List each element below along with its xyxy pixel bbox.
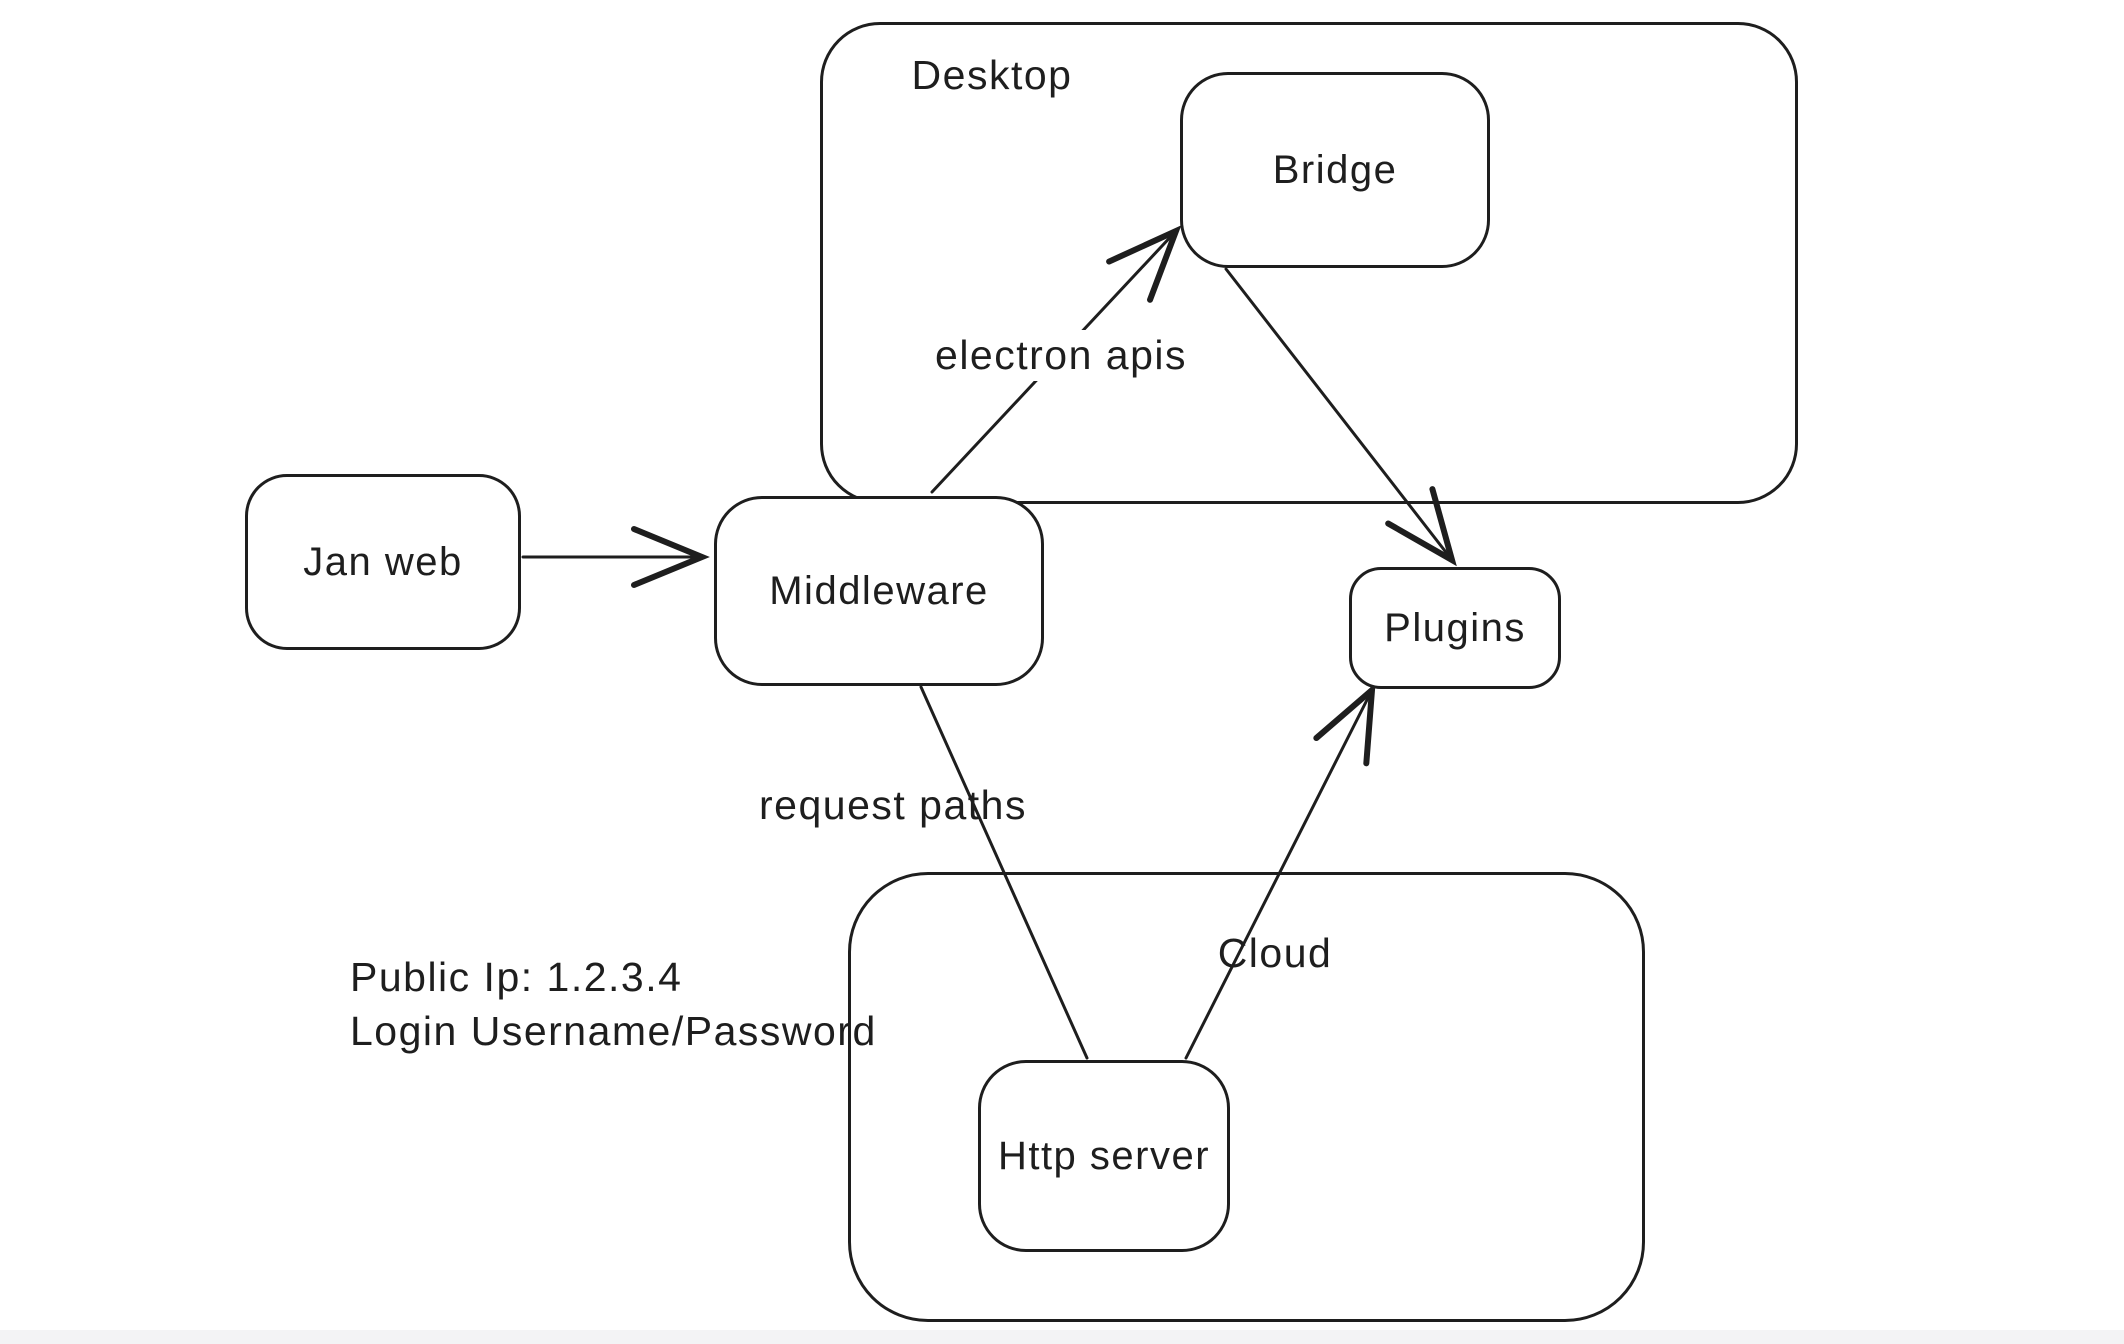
- node-http-server-label: Http server: [997, 1133, 1211, 1178]
- edge-label-request-paths: request paths: [759, 782, 1027, 828]
- node-http-server[interactable]: Http server: [978, 1060, 1230, 1252]
- desktop-container-label: Desktop: [911, 52, 1073, 98]
- edge-label-electron-apis: electron apis: [905, 330, 1217, 382]
- annotation-block: Public Ip: 1.2.3.4 Login Username/Passwo…: [350, 950, 877, 1058]
- node-middleware[interactable]: Middleware: [714, 496, 1044, 686]
- annotation-public-ip: Public Ip: 1.2.3.4: [350, 954, 683, 1000]
- node-bridge-label: Bridge: [1272, 147, 1398, 192]
- cloud-container-label: Cloud: [1217, 930, 1333, 976]
- node-plugins[interactable]: Plugins: [1349, 567, 1561, 689]
- annotation-login: Login Username/Password: [350, 1008, 877, 1054]
- window-bottom-edge: [0, 1330, 2124, 1344]
- edge-httpserver-to-plugins[interactable]: [1184, 682, 1376, 1060]
- node-middleware-label: Middleware: [769, 568, 989, 613]
- node-plugins-label: Plugins: [1384, 605, 1526, 650]
- node-jan-web-label: Jan web: [303, 539, 463, 584]
- edge-bridge-to-plugins[interactable]: [1224, 267, 1457, 567]
- node-jan-web[interactable]: Jan web: [245, 474, 521, 650]
- node-bridge[interactable]: Bridge: [1180, 72, 1490, 268]
- edge-middleware-to-httpserver[interactable]: [919, 685, 1089, 1060]
